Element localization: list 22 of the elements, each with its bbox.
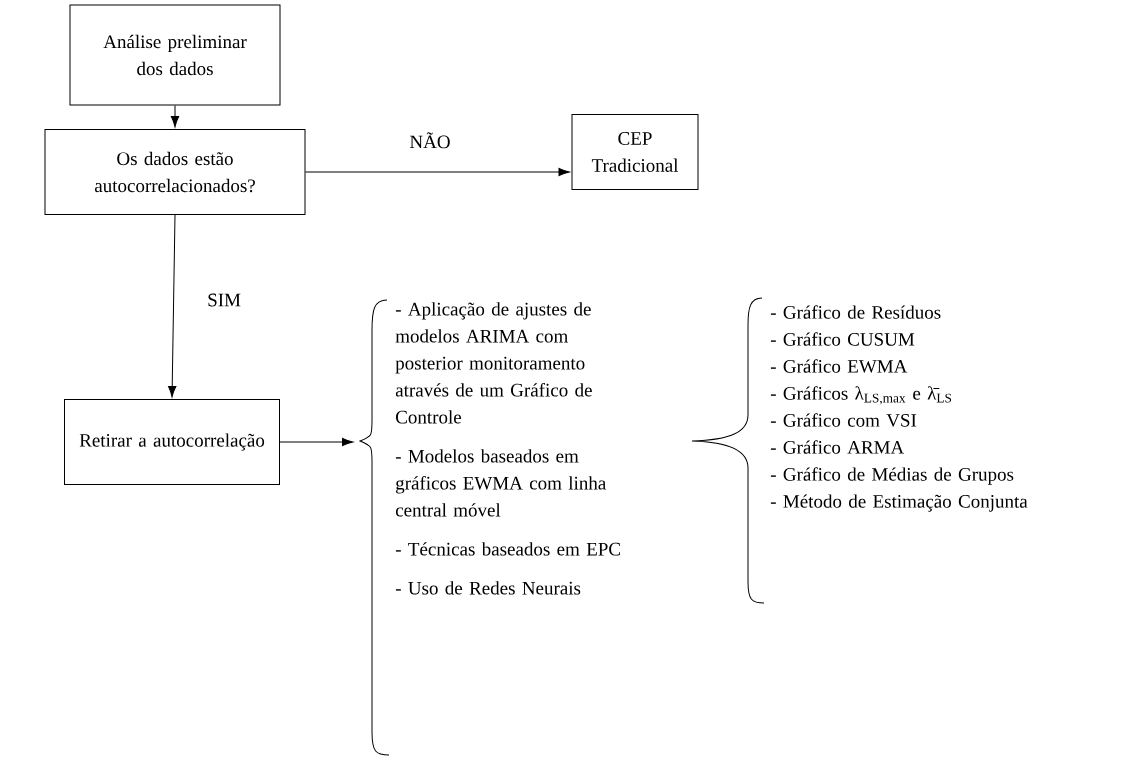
- edge-label: SIM: [208, 293, 241, 307]
- list-item: - Aplicação de ajustes de modelos ARIMA com posterior monitoramento através de um Gráfico de Controle: [395, 302, 592, 424]
- arrow: [170, 105, 180, 128]
- list-item: - Gráfico com VSI: [770, 413, 917, 427]
- process-box: Análise preliminar dos dados: [69, 4, 281, 106]
- list-item: - Técnicas baseados em EPC: [395, 542, 620, 556]
- list-item: - Gráfico CUSUM: [770, 332, 915, 346]
- edge-label: NÃO: [409, 132, 450, 149]
- process-box: Os dados estão autocorrelacionados?: [44, 129, 306, 215]
- list-item: - Gráfico ARMA: [770, 440, 905, 454]
- list-item: - Gráfico de Médias de Grupos: [770, 467, 1014, 485]
- arrow: [168, 214, 177, 398]
- process-box: Retirar a autocorrelação: [64, 399, 280, 485]
- arrow: [279, 437, 354, 447]
- list-item: - Modelos baseados em gráficos EWMA com linha central móvel: [395, 449, 606, 517]
- list-item: - Gráfico EWMA: [770, 359, 908, 373]
- arrow: [305, 167, 570, 177]
- list-item: - Método de Estimação Conjunta: [770, 494, 1028, 512]
- list-item: - Gráfico de Resíduos: [770, 305, 941, 319]
- process-box: CEP Tradicional: [571, 114, 699, 190]
- list-item: - Uso de Redes Neurais: [395, 581, 581, 595]
- list-item: - Gráficos λ$_{LS,max}$ e λ̄$_{LS}$: [770, 386, 952, 405]
